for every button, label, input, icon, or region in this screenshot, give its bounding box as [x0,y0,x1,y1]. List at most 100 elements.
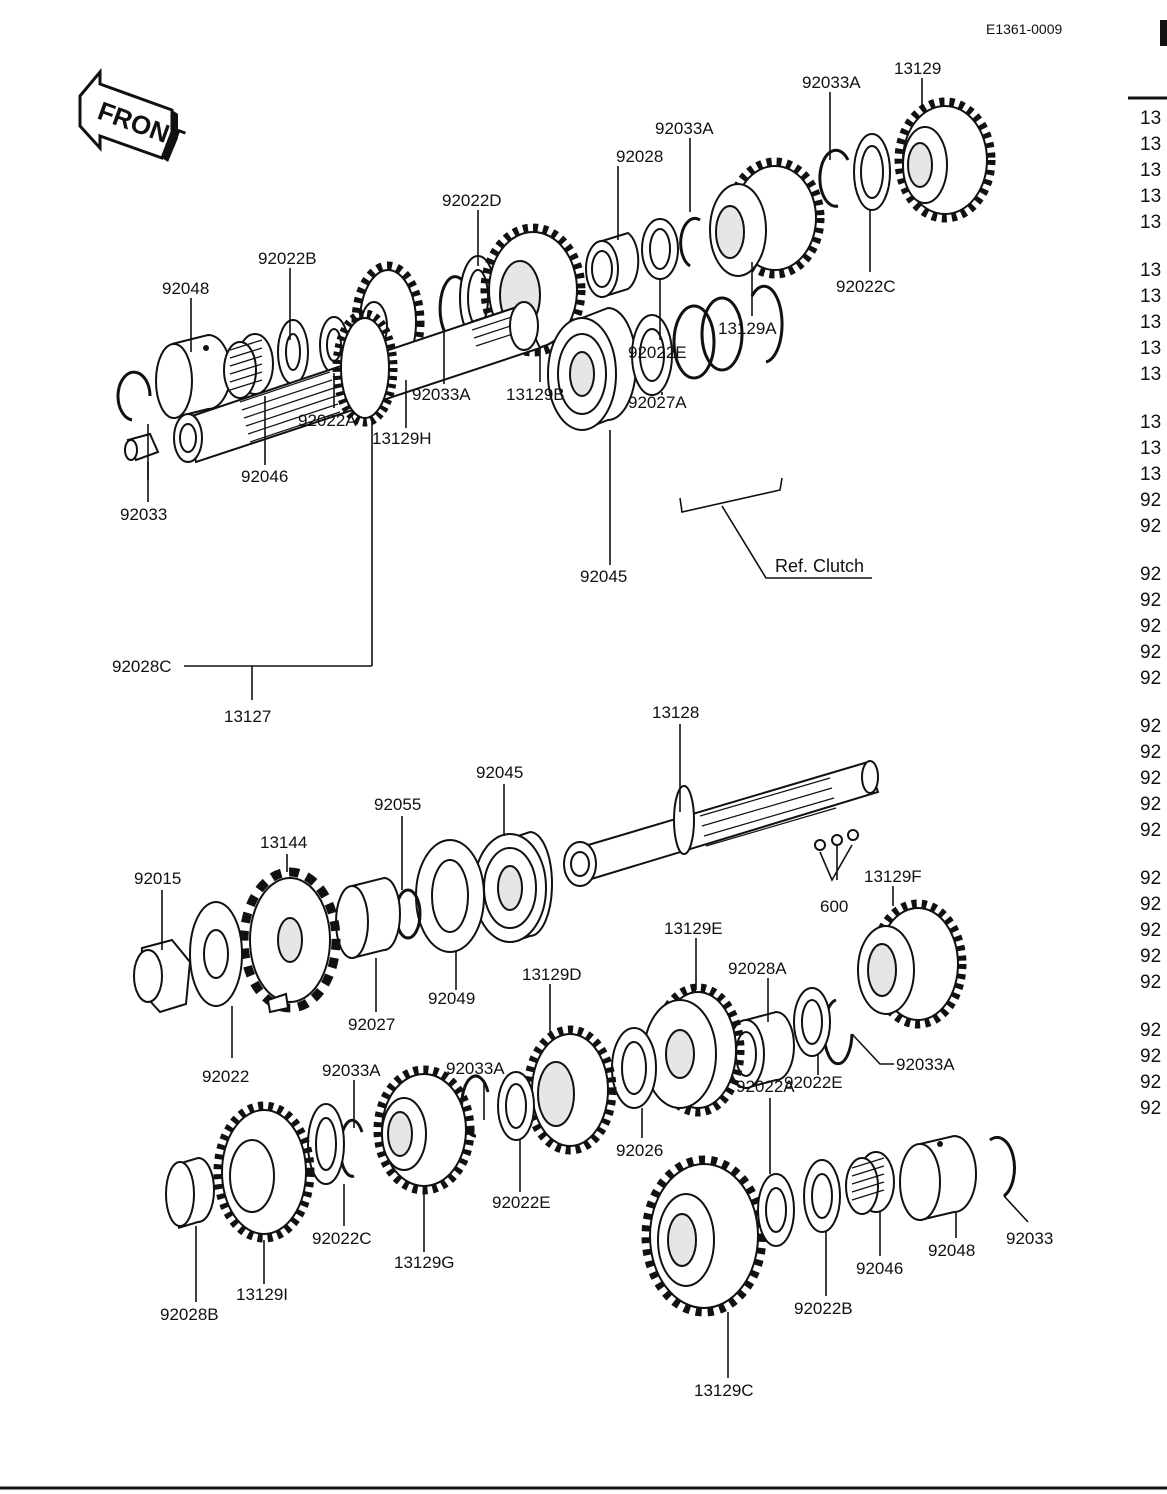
col-item: 92 [1140,794,1161,815]
gear-13129E [643,983,745,1117]
circlip-clutch [750,284,784,364]
col-item: 92 [1140,972,1161,993]
label-92033A-t3: 92033A [412,385,471,404]
circlip-92033A-c [818,148,850,208]
ball-600-a [814,839,826,851]
oring-clutch-2 [700,296,744,372]
label-92028C: 92028C [112,657,172,676]
label-13128: 13128 [652,703,699,722]
bushing-92048-top [155,333,232,419]
col-item: 92 [1140,1020,1161,1041]
gear-13129C [641,1155,767,1317]
col-item: 13 [1140,338,1161,359]
label-92022E-b1: 92022E [784,1073,843,1092]
label-92022C-top: 92022C [836,277,896,296]
washer-92022E-bot1 [793,987,831,1057]
col-item: 92 [1140,642,1161,663]
col-item: 92 [1140,616,1161,637]
parts-list-column: 13 13 13 13 13 13 13 13 13 13 13 13 13 9… [1128,20,1167,1119]
part-labels: 92048 92022B 92022D 92028 92033A 92033A … [112,59,1053,1400]
gear-13129D [523,1025,617,1155]
label-92027A: 92027A [628,393,687,412]
col-item: 13 [1140,412,1161,433]
label-92033A-t2: 92033A [802,73,861,92]
nut-92015 [133,938,192,1014]
col-item: 92 [1140,920,1161,941]
label-92027: 92027 [348,1015,395,1034]
col-item: 92 [1140,1046,1161,1067]
label-13129C: 13129C [694,1381,754,1400]
label-92028B: 92028B [160,1305,219,1324]
bushing-92048-bot [899,1134,977,1221]
label-92022C-bot: 92022C [312,1229,372,1248]
label-92022A-bot: 92022A [736,1077,795,1096]
col-item: 13 [1140,464,1161,485]
label-92022: 92022 [202,1067,249,1086]
bushing-92028 [585,231,640,298]
gear-13129G [373,1065,475,1195]
label-92015: 92015 [134,869,181,888]
col-item: 92 [1140,868,1161,889]
col-item: 92 [1140,490,1161,511]
doc-code: E1361-0009 [986,21,1063,37]
needle-bearing-92046-bot [845,1151,895,1215]
label-92022D: 92022D [442,191,502,210]
label-13129A: 13129A [718,319,777,338]
gear-13129A [709,157,825,279]
col-item: 92 [1140,590,1161,611]
label-13129: 13129 [894,59,941,78]
pin-92028C [124,432,160,462]
seal-92049 [415,839,485,953]
col-item: 13 [1140,364,1161,385]
washer-92022C-bot [307,1103,345,1185]
col-item: 92 [1140,768,1161,789]
col-item: 13 [1140,160,1161,181]
bearing-92045-top [547,306,637,431]
leader-lines-bottom [161,724,1029,1378]
col-item: 92 [1140,516,1161,537]
sprocket-13144 [239,867,341,1014]
leader-lines-top [147,78,923,700]
collar-92027 [335,876,401,959]
front-arrow-icon: FRONT [78,67,188,162]
col-item: 92 [1140,716,1161,737]
label-600: 600 [820,897,848,916]
label-92028: 92028 [616,147,663,166]
bushing-92028B [165,1156,215,1229]
ball-600-b [831,834,843,846]
shaft-13127 [173,301,542,464]
label-13129E: 13129E [664,919,723,938]
label-92046-bot: 92046 [856,1259,903,1278]
col-item: 92 [1140,894,1161,915]
col-item: 92 [1140,946,1161,967]
col-item: 92 [1140,742,1161,763]
col-item: 13 [1140,212,1161,233]
label-92046-top: 92046 [241,467,288,486]
label-92033A-b2: 92033A [896,1055,955,1074]
col-item: 13 [1140,108,1161,129]
shaft-13128 [563,760,880,887]
circlip-92033-top [116,370,152,422]
label-13127: 13127 [224,707,271,726]
needle-bearing-92046-top [223,333,274,399]
col-item: 13 [1140,260,1161,281]
label-13129G: 13129G [394,1253,455,1272]
col-item: 13 [1140,438,1161,459]
circlip-92033-bot [989,1135,1016,1198]
oring-clutch-1 [672,304,716,380]
label-13129D: 13129D [522,965,582,984]
washer-92022B-top [277,319,309,385]
col-item: 92 [1140,668,1161,689]
gear-13129F [857,899,967,1029]
label-92049: 92049 [428,989,475,1008]
washer-92026 [611,1027,657,1109]
label-92022B-bot: 92022B [794,1299,853,1318]
label-92022B-top: 92022B [258,249,317,268]
gear-13129I [213,1101,315,1243]
col-item: 13 [1140,286,1161,307]
label-92033-bot: 92033 [1006,1229,1053,1248]
label-13129B: 13129B [506,385,565,404]
column-marker [1160,20,1167,46]
col-item: 92 [1140,1098,1161,1119]
